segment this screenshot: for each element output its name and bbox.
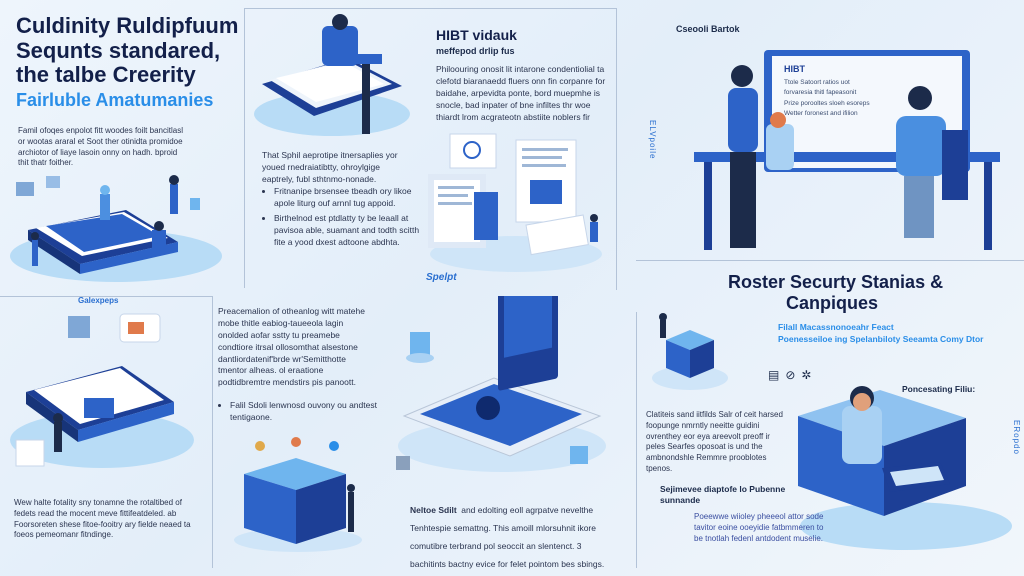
intro-title-line-1: Culdinity Ruldipfuum (16, 13, 239, 38)
roster-vertical-label: ERopdo (1012, 420, 1021, 455)
panel-roster-footnote: Poeewwe wiioley pheeeol attor sode tavit… (694, 512, 824, 543)
monitor-line: Wetter foronest and ifilion (784, 110, 858, 118)
divider-bottom-left (212, 296, 213, 568)
roster-icon-row: ▤⊘✲ (768, 368, 817, 382)
book-illustration-1 (10, 175, 222, 282)
panel-security-bullets: Fritnanipe brsensee tbeadh ory likoe apo… (262, 186, 420, 251)
monitor-heading: HIBT (784, 64, 805, 74)
panel-security-body-top: Philoouring onosit lit intarone condenti… (436, 64, 606, 122)
panel-book-bullets: Falil Sdoli lenwnosd ouvony ou andtest t… (218, 400, 380, 427)
panel-security-heading: HIBT vidauk (436, 27, 517, 43)
panel-roster-heading-line-1: Roster Securty Stanias & (728, 272, 944, 292)
document-icon: ▤ (768, 368, 786, 382)
panel-center-footer: Neltoe Sdilt and edolting eoll agrpatve … (410, 500, 610, 572)
office-illustration (694, 50, 1000, 250)
documents-illustration (428, 133, 602, 272)
panel-roster-sub-line-2: Poenesseiloe ing Spelanbiloty Seeamta Co… (778, 334, 984, 344)
office-vertical-label: ELVpoile (648, 120, 657, 160)
divider-right-mid (636, 260, 1024, 261)
isometric-server-illustration (652, 313, 728, 390)
panel-roster-sub-line-1: Filall Macassnonoeahr Feact (778, 322, 894, 332)
divider-top-middle (244, 8, 616, 9)
panel-office-caption: Cseooli Bartok (676, 24, 740, 34)
panel-footer-body: Wew halte fotality sny tonamne the rotal… (14, 498, 191, 540)
center-footer-body: and edolting eoll agrpatve nevelthe Tenh… (410, 505, 605, 569)
intro-title-line-3: the talbe Creerity (16, 62, 196, 88)
book-illustration-2 (10, 313, 194, 468)
reader-on-book-illustration (254, 14, 410, 136)
server-cube-illustration (234, 437, 362, 552)
tablet-illustration (396, 296, 606, 472)
panel-roster-body: Clatiteis sand iitfilds Salr of ceit har… (646, 410, 783, 473)
monitor-line: forvaresia thitl fapeasonit (784, 89, 857, 97)
panel-security-body-lead: That Sphil aeprotipe itnersaplies yor yo… (262, 150, 398, 184)
panel-security-subheading: meffepod drlip fus (436, 46, 515, 56)
panel-intro: Culdinity Ruldipfuum Sequnts standared, … (16, 13, 240, 111)
intro-title-line-2: Sequnts standared, (16, 37, 221, 63)
monitor-text: Ttole Satoort ratios uot forvaresia thit… (784, 78, 898, 120)
intro-subtitle: Fairluble Amatumanies (16, 89, 214, 110)
worker-desk-illustration (798, 386, 1012, 550)
divider-mid-left (0, 296, 212, 297)
monitor-line: Prize porooltes sloeh esoreps (784, 99, 870, 107)
gear-icon: ✲ (801, 368, 818, 382)
lock-icon: ⊘ (785, 368, 802, 382)
panel-roster-bold-line: Sejimevee diaptofe lo Pubenne sunnande (660, 484, 786, 506)
monitor-line: Ttole Satoort ratios uot (784, 79, 850, 86)
panel-book-glyph-label: Galexpeps (78, 296, 119, 305)
bullet-item: Falil Sdoli lenwnosd ouvony ou andtest t… (230, 400, 380, 424)
divider-left (244, 8, 245, 288)
center-logo-text: Spelpt (426, 272, 457, 283)
bullet-item: Birthelnod est ptdlatty ty be leaall at … (274, 213, 420, 249)
divider-bottom-right (636, 312, 637, 568)
panel-book-body: Preacemalion of otheanlog witt matehe mo… (218, 306, 365, 388)
panel-roster-heading-line-2: Canpiques (786, 293, 879, 313)
center-footer-title: Neltoe Sdilt (410, 505, 457, 515)
panel-roster-label: Poncesating Filiu: (902, 384, 976, 394)
bullet-item: Fritnanipe brsensee tbeadh ory likoe apo… (274, 186, 420, 210)
intro-body: Famil ofoqes enpolot fitt woodes foilt b… (18, 126, 183, 168)
divider-middle (616, 8, 617, 290)
